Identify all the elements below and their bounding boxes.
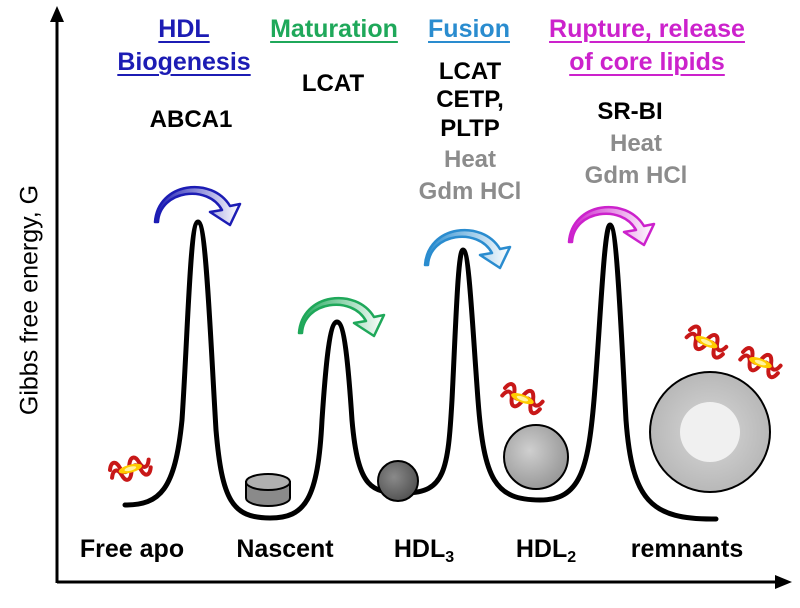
agent-label: PLTP [440, 115, 500, 142]
stage-title-maturation: Maturation [270, 15, 398, 43]
state-label-subscript: 2 [567, 549, 577, 566]
released-apolipoprotein-icon [498, 380, 547, 417]
agent-label: LCAT [438, 58, 502, 85]
stage-title-rupture-line-2: of core lipids [569, 48, 725, 76]
agent-label: ABCA1 [149, 106, 233, 133]
stage-title-fusion: Fusion [428, 15, 510, 43]
state-label-free-apo: Free apo [79, 535, 185, 563]
transition-arrow-maturation-icon [297, 296, 386, 338]
energy-curve [122, 219, 719, 522]
state-label-nascent: Nascent [236, 535, 334, 563]
y-axis-arrowhead [50, 6, 64, 22]
transition-arrow-fusion-icon [423, 228, 512, 270]
condition-label: Gdm HCl [584, 162, 688, 189]
released-apolipoprotein-icon [682, 322, 731, 362]
agent-label: CETP, [436, 86, 504, 113]
stage-title-rupture-line-1: Rupture, release [549, 15, 745, 43]
nascent-discoidal-particle-icon [245, 473, 291, 507]
x-axis-arrowhead [775, 575, 792, 589]
transition-arrow-biogenesis-icon [153, 185, 242, 227]
state-label-hdl3: HDL3 [393, 535, 455, 566]
state-label-hdl2: HDL2 [515, 535, 577, 566]
condition-label: Heat [443, 146, 497, 173]
state-label-remnants: remnants [630, 535, 744, 563]
transition-arrow-rupture-icon [567, 205, 656, 247]
y-axis-label: Gibbs free energy, G [15, 184, 44, 416]
agent-label: LCAT [301, 70, 365, 97]
stage-title-biogenesis-line-1: HDL [158, 15, 210, 43]
stage-title-biogenesis-line-2: Biogenesis [117, 48, 251, 76]
agent-label: SR-BI [597, 98, 663, 125]
remnant-particle-icon [649, 371, 771, 493]
condition-label: Gdm HCl [418, 178, 522, 205]
state-label-subscript: 3 [445, 549, 455, 566]
free-apolipoprotein-icon [106, 451, 155, 486]
released-apolipoprotein-icon [736, 344, 785, 381]
condition-label: Heat [609, 130, 663, 157]
hdl3-particle-icon [377, 460, 419, 502]
hdl2-particle-icon [503, 424, 569, 490]
